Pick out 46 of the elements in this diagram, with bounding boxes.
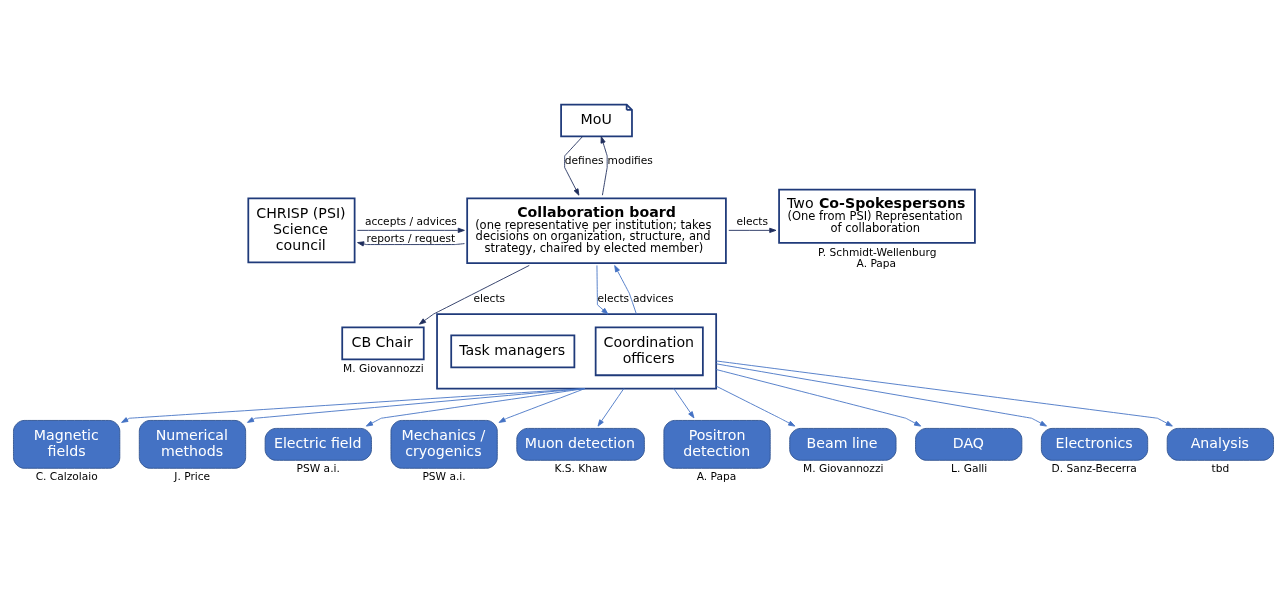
arrow bbox=[596, 264, 609, 315]
node-label: A. Papa bbox=[856, 256, 897, 270]
node-box: Task managers bbox=[450, 334, 576, 368]
arrow bbox=[564, 135, 583, 196]
node-label: P. Schmidt-Wellenburg bbox=[818, 245, 937, 259]
arrow bbox=[246, 387, 586, 423]
edge-label: reports / request bbox=[366, 231, 456, 245]
node-label: L. Galli bbox=[950, 461, 988, 475]
node-label: K.S. Khaw bbox=[554, 461, 608, 475]
arrow bbox=[715, 360, 1173, 427]
arrow bbox=[498, 387, 586, 423]
edge-label: advices bbox=[633, 291, 674, 305]
arrow bbox=[715, 385, 796, 427]
edge-label: elects bbox=[473, 291, 506, 305]
node-label: A. Papa bbox=[696, 469, 737, 483]
node-label: PSW a.i. bbox=[296, 461, 340, 475]
node-label: tbd bbox=[1211, 461, 1230, 475]
arrow bbox=[600, 135, 608, 196]
arrow bbox=[673, 387, 695, 418]
cluster bbox=[436, 312, 718, 389]
edge-label: modifies bbox=[607, 153, 653, 167]
arrow bbox=[597, 387, 625, 427]
arrow bbox=[356, 227, 465, 233]
node-box: CHRISP (PSI) Science council bbox=[247, 197, 356, 263]
arrow bbox=[365, 387, 586, 427]
node-label: M. Giovannozzi bbox=[803, 461, 884, 475]
node-label: C. Calzolaio bbox=[35, 469, 98, 483]
edge-label: elects bbox=[736, 214, 769, 228]
node-box: CB Chair bbox=[341, 326, 425, 360]
node-box: Two Co-Spokespersons (One from PSI) Representation of collaboration bbox=[778, 188, 976, 244]
arrow bbox=[614, 264, 637, 315]
edge-label: accepts / advices bbox=[364, 214, 457, 228]
arrow bbox=[728, 227, 777, 233]
arrow bbox=[121, 387, 586, 423]
arrow bbox=[357, 240, 465, 246]
node-label: J. Price bbox=[174, 469, 211, 483]
node-box: Coordination officers bbox=[594, 326, 704, 376]
node-label: PSW a.i. bbox=[422, 469, 466, 483]
node-box: Collaboration board (one representative per institution; takes decisions on organization, structure, and strategy, chaired by elected member) bbox=[466, 197, 727, 264]
edge-label: defines bbox=[564, 153, 604, 167]
arrow bbox=[418, 264, 530, 325]
arrow bbox=[715, 362, 1047, 427]
node-label: D. Sanz-Becerra bbox=[1051, 461, 1137, 475]
node-label: M. Giovannozzi bbox=[343, 361, 424, 375]
arrow bbox=[715, 368, 922, 427]
edge-label: elects bbox=[597, 291, 630, 305]
